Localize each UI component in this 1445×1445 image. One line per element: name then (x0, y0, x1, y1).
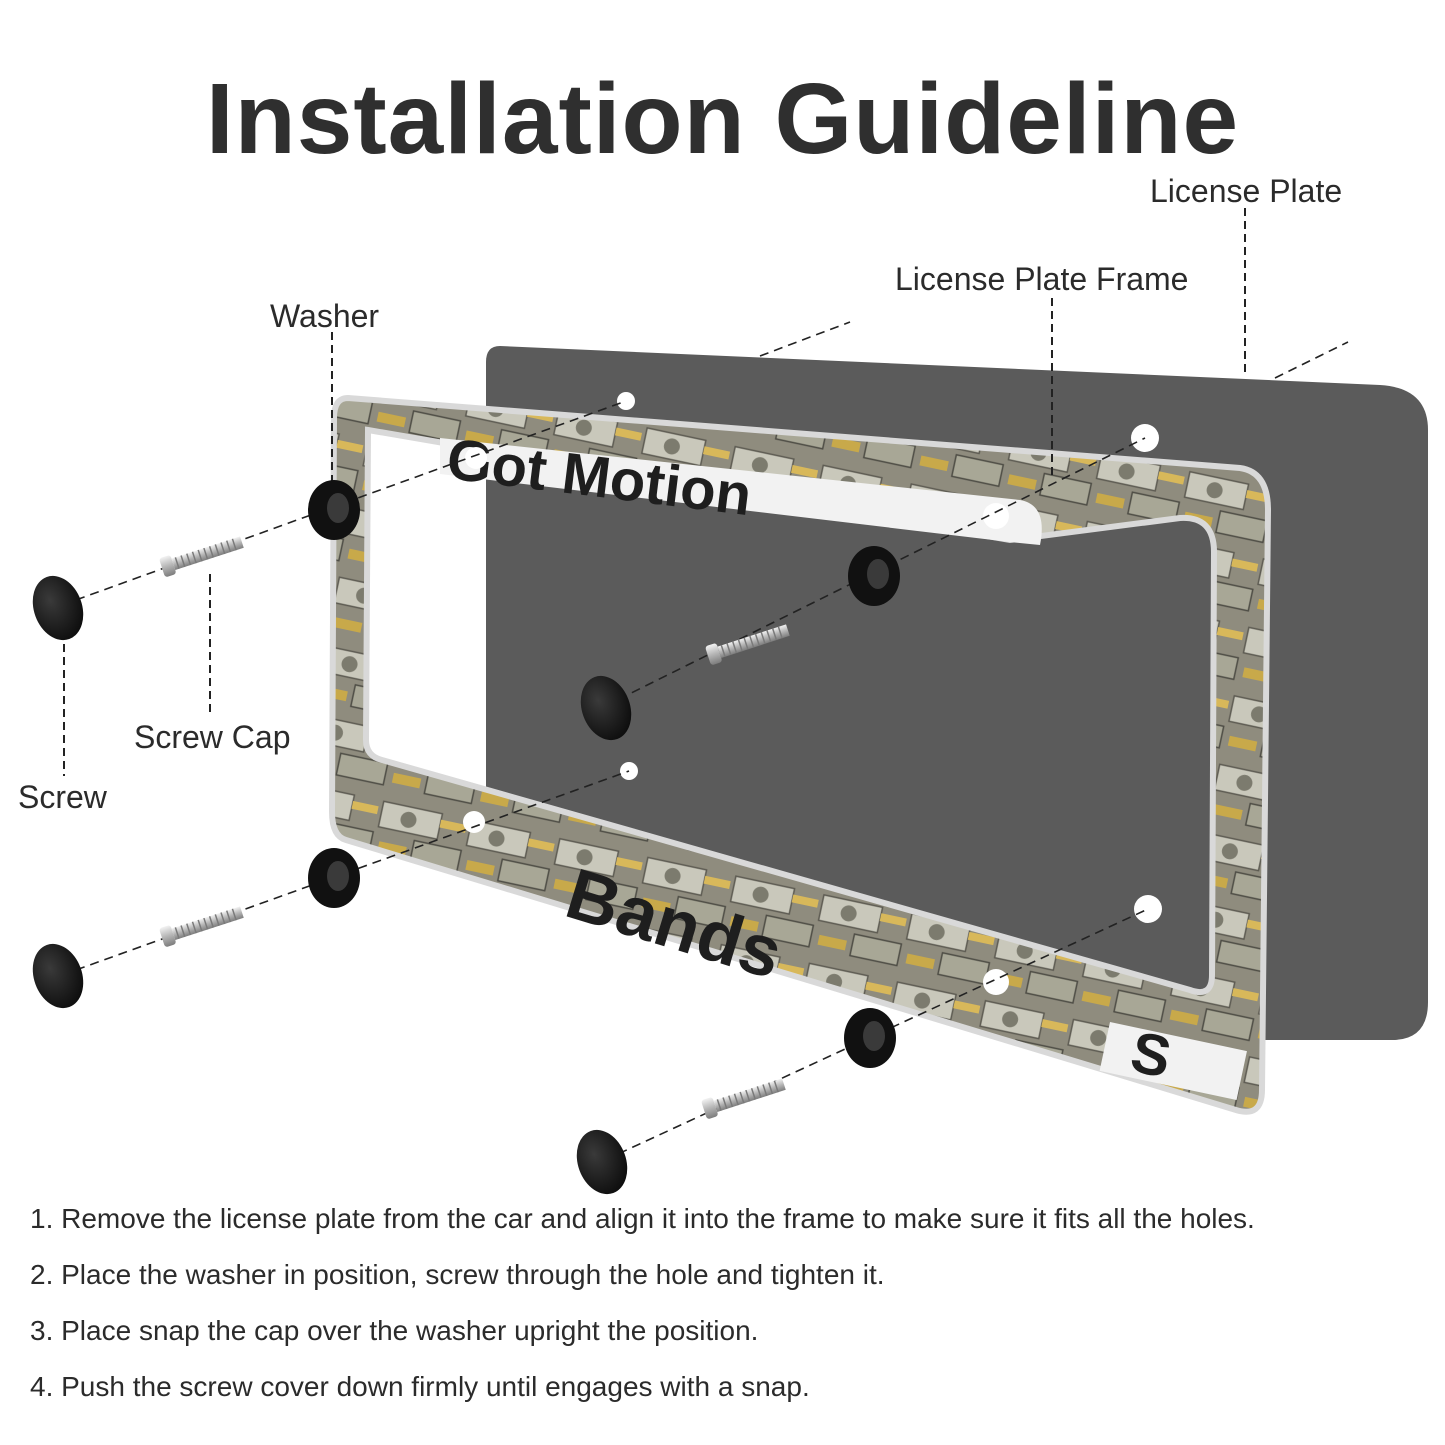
label-screw: Screw (18, 779, 108, 815)
frame-hole (465, 447, 487, 469)
frame-hole (463, 811, 485, 833)
screw (701, 1078, 786, 1119)
step-item: 3. Place snap the cap over the washer up… (30, 1315, 759, 1346)
screw-cap (32, 943, 84, 1009)
hardware-set-top-left (32, 480, 360, 641)
page-title: Installation Guideline (205, 63, 1240, 175)
plate-hole (617, 392, 635, 410)
screw (159, 906, 244, 947)
step-item: 4. Push the screw cover down firmly unti… (30, 1371, 810, 1402)
screw-cap (576, 1129, 628, 1195)
step-item: 1. Remove the license plate from the car… (30, 1203, 1255, 1234)
frame-hole (983, 969, 1009, 995)
label-license-plate: License Plate (1150, 173, 1342, 209)
screw-cap (580, 675, 632, 741)
screw (705, 624, 790, 665)
washer (308, 480, 360, 540)
screw (159, 536, 244, 577)
hardware-set-top-right (580, 546, 900, 741)
label-screw-cap: Screw Cap (134, 719, 291, 755)
washer (848, 546, 900, 606)
instruction-steps: 1. Remove the license plate from the car… (30, 1196, 1440, 1420)
frame-corner-text-band (1099, 1021, 1247, 1101)
washer (844, 1008, 896, 1068)
label-leaders (63, 208, 1246, 776)
step-item: 2. Place the washer in position, screw t… (30, 1259, 885, 1290)
washer (308, 848, 360, 908)
label-washer: Washer (270, 298, 379, 334)
screw-cap (32, 575, 84, 641)
hardware-set-bottom-left (32, 848, 360, 1009)
frame-top-text-band (440, 438, 1042, 545)
plate-hole (1134, 895, 1162, 923)
hardware-set-bottom-right (576, 1008, 896, 1195)
label-license-plate-frame: License Plate Frame (895, 261, 1188, 297)
